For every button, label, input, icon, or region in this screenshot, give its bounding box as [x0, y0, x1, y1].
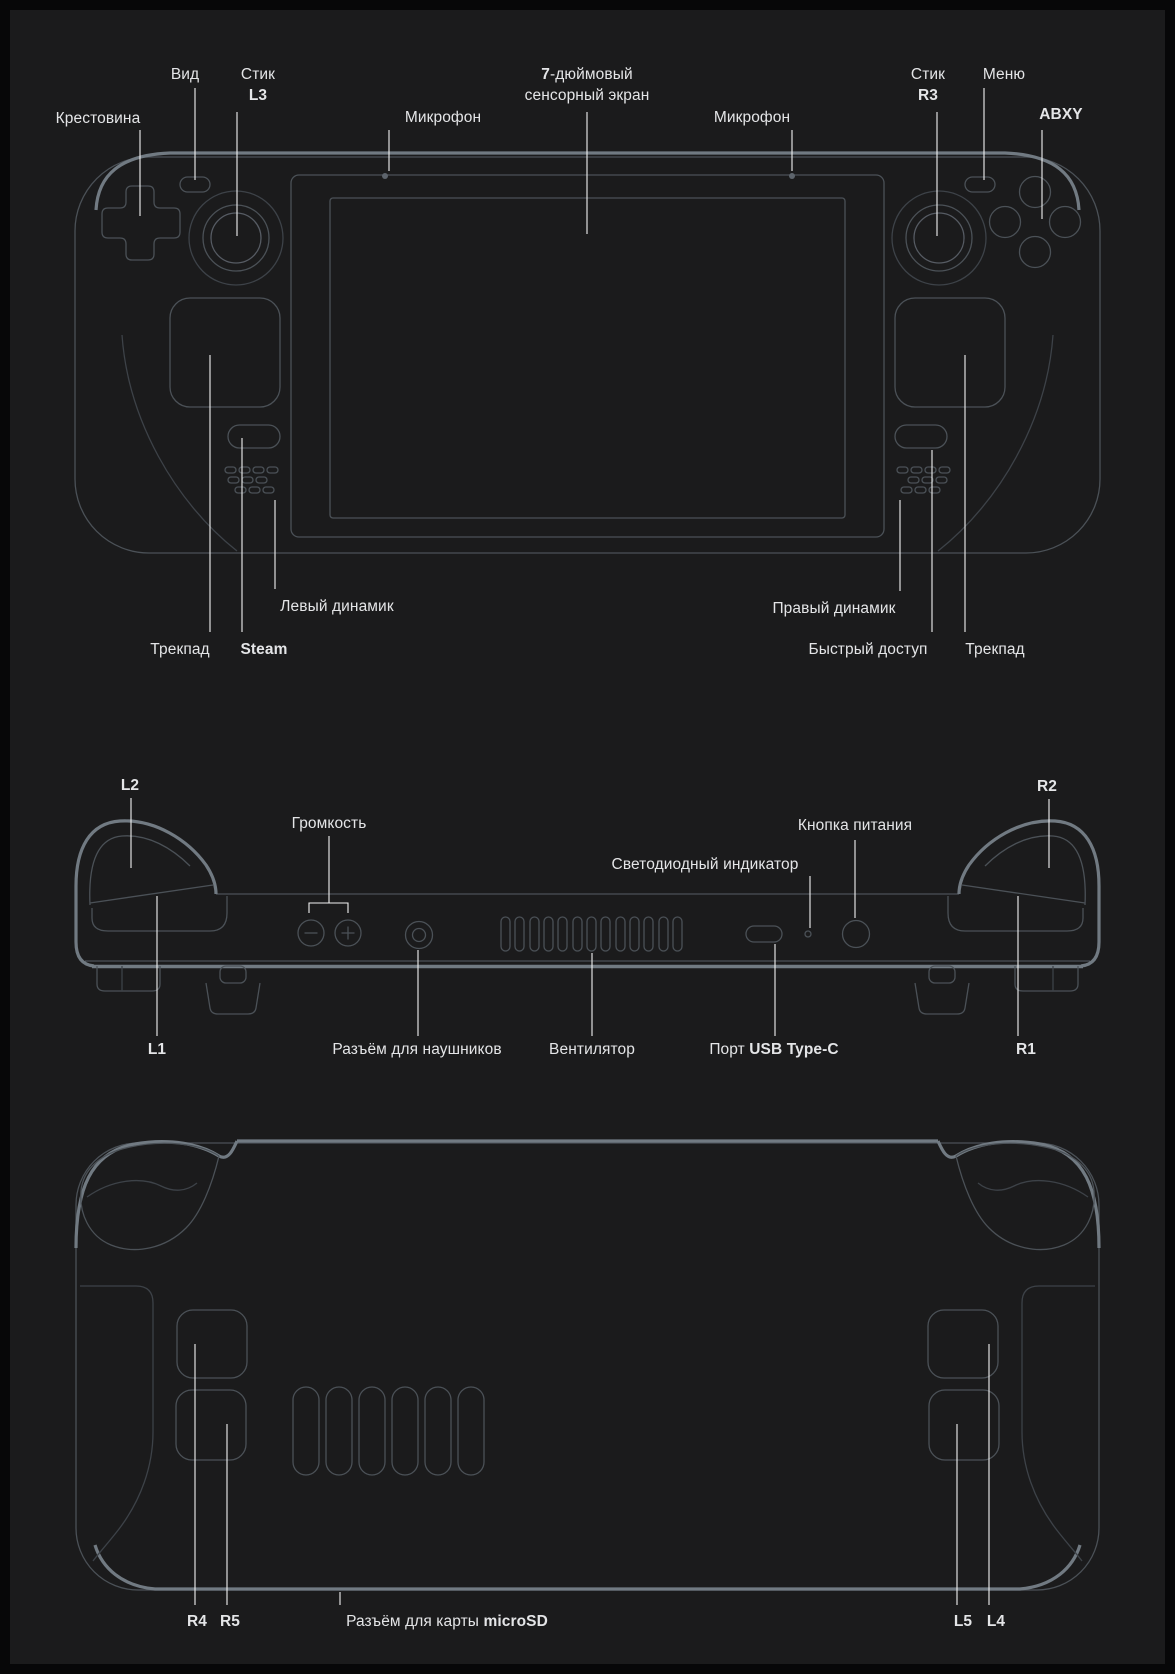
label-l2: L2 [120, 777, 140, 794]
touchscreen [329, 197, 846, 519]
stick-left [188, 190, 284, 286]
trigger-l2-silhouette [74, 819, 218, 942]
back-button-r5 [175, 1389, 247, 1461]
label-l5: L5 [953, 1613, 973, 1630]
volume-up-button [334, 919, 362, 947]
stick-right [891, 190, 987, 286]
label-r2: R2 [1036, 778, 1058, 795]
label-trackpad-right: Трекпад [965, 641, 1025, 658]
back-bottom-edge-highlight [93, 1544, 1082, 1591]
rear-foot-right [1014, 966, 1079, 992]
mic-right-dot [789, 173, 795, 179]
button-x [988, 205, 1022, 239]
label-mic-right: Микрофон [713, 109, 791, 126]
speaker-grille-right [896, 466, 951, 494]
label-led-indicator: Светодиодный индикатор [611, 856, 799, 873]
fan-vents [500, 916, 683, 952]
label-screen: 7-дюймовый сенсорный экран [524, 66, 650, 104]
back-button-l4 [927, 1309, 999, 1379]
back-body [75, 1142, 1100, 1591]
menu-button [964, 176, 996, 193]
label-l4: L4 [986, 1613, 1006, 1630]
label-microsd-slot: Разъём для карты microSD [346, 1613, 548, 1630]
label-steam-button: Steam [240, 641, 288, 658]
speaker-grille-left [224, 466, 279, 494]
label-speaker-right: Правый динамик [772, 600, 896, 617]
grip-contour-left [121, 334, 238, 552]
back-vents [292, 1386, 485, 1476]
volume-down-button [297, 919, 325, 947]
trackpad-right [894, 297, 1006, 408]
label-headphone-jack: Разъём для наушников [332, 1041, 502, 1058]
trigger-r2-inner [984, 835, 1086, 906]
grip-right [955, 1142, 1095, 1562]
back-button-l5 [928, 1389, 1000, 1461]
button-a [1018, 235, 1052, 269]
grip-left [80, 1142, 220, 1562]
label-volume: Громкость [291, 815, 367, 832]
trigger-r2-silhouette [957, 819, 1101, 942]
stick-dome-right [914, 965, 970, 1015]
label-r4: R4 [186, 1613, 208, 1630]
label-l1: L1 [147, 1041, 167, 1058]
volume-plus-icon [341, 926, 355, 940]
label-quick-access: Быстрый доступ [808, 641, 928, 658]
top-edge-leader-lines [130, 798, 1050, 1036]
bumper-r1 [947, 896, 1084, 932]
dpad [101, 185, 181, 261]
front-view [74, 151, 1101, 554]
label-r1: R1 [1015, 1041, 1037, 1058]
label-fan: Вентилятор [549, 1041, 635, 1058]
label-speaker-left: Левый динамик [280, 598, 394, 615]
front-leader-lines [139, 88, 1043, 632]
stick-dome-left [205, 965, 261, 1015]
trigger-l2-inner [89, 835, 191, 906]
power-button [841, 919, 871, 949]
label-dpad: Крестовина [55, 110, 141, 127]
back-view [74, 1139, 1101, 1591]
abxy-buttons [988, 175, 1082, 269]
steam-button [227, 424, 281, 449]
headphone-jack [404, 920, 434, 950]
usb-c-port [745, 925, 783, 943]
bumper-l1 [91, 896, 228, 932]
label-trackpad-left: Трекпад [150, 641, 210, 658]
label-r5: R5 [219, 1613, 241, 1630]
label-abxy: ABXY [1039, 106, 1083, 123]
top-edge-view [74, 819, 1101, 1015]
led-indicator [804, 930, 812, 938]
back-leader-lines [194, 1344, 990, 1605]
label-menu-button: Меню [982, 66, 1026, 83]
button-y [1018, 175, 1052, 209]
mic-left-dot [382, 173, 388, 179]
label-mic-left: Микрофон [404, 109, 482, 126]
trackpad-left [169, 297, 281, 408]
label-view-button: Вид [170, 66, 200, 83]
grip-contour-right [937, 334, 1054, 552]
label-usb-port: Порт USB Type-C [709, 1041, 839, 1058]
back-button-r4 [176, 1309, 248, 1379]
diagram-background [10, 10, 1165, 1664]
label-power-button: Кнопка питания [797, 817, 913, 834]
quick-access-button [894, 424, 948, 449]
button-b [1048, 205, 1082, 239]
rear-foot-left [96, 966, 161, 992]
